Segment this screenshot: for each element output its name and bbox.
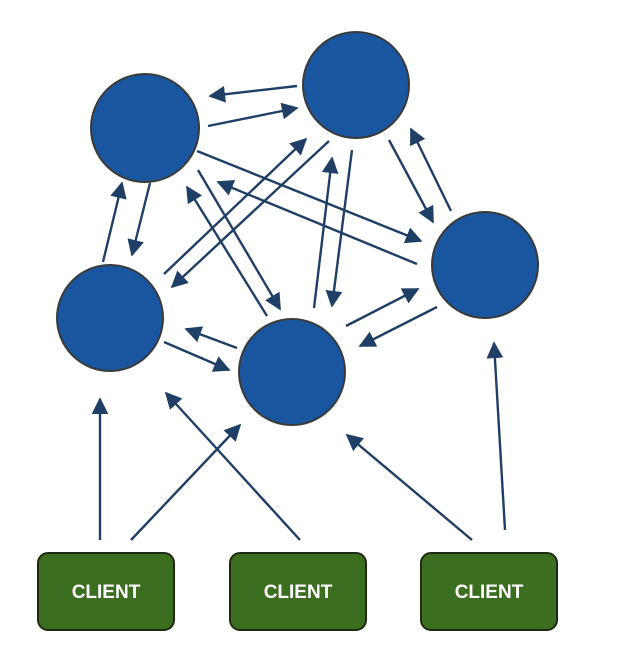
- arrow-top-right-to-middle-left: [170, 140, 330, 289]
- arrow-client-right-to-right: [486, 341, 507, 531]
- client-boxes: CLIENT CLIENT CLIENT: [37, 552, 558, 631]
- client-right: CLIENT: [420, 552, 558, 631]
- client-middle-label: CLIENT: [264, 582, 333, 603]
- client-right-box: [420, 552, 558, 631]
- arrow-top-right-to-bottom-center: [325, 149, 354, 308]
- server-top-left: [90, 73, 200, 183]
- arrow-bottom-center-to-right: [345, 287, 420, 328]
- server-nodes: [56, 31, 539, 426]
- arrow-client-right-to-bottom-center: [345, 433, 473, 541]
- arrow-bottom-center-to-middle-left: [184, 326, 238, 350]
- arrow-middle-left-to-bottom-center: [163, 340, 231, 372]
- arrow-top-right-to-right: [387, 139, 435, 224]
- arrow-top-right-to-top-left: [208, 84, 298, 103]
- arrow-bottom-center-to-top-right: [312, 156, 339, 309]
- arrow-right-to-top-left: [216, 179, 418, 266]
- arrow-top-left-to-bottom-center: [196, 169, 282, 311]
- server-top-right: [302, 31, 410, 139]
- arrow-top-left-to-top-right: [207, 102, 299, 128]
- arrow-middle-left-to-top-right: [163, 137, 308, 275]
- arrow-right-to-bottom-center: [358, 305, 438, 348]
- arrow-top-left-to-right: [196, 149, 423, 244]
- arrow-bottom-center-to-top-left: [185, 185, 269, 317]
- client-left: CLIENT: [37, 552, 175, 631]
- server-bottom-center: [238, 318, 346, 426]
- client-right-label: CLIENT: [455, 582, 524, 603]
- client-middle-box: [229, 552, 367, 631]
- connection-arrows: [91, 84, 507, 541]
- arrow-client-middle-to-middle-left: [164, 391, 301, 541]
- server-middle-left: [56, 264, 164, 372]
- server-right: [431, 211, 539, 319]
- arrow-middle-left-to-top-left: [101, 181, 127, 263]
- arrow-right-to-top-right: [409, 127, 453, 212]
- client-middle: CLIENT: [229, 552, 367, 631]
- arrow-client-left-to-bottom-center: [130, 423, 242, 541]
- client-left-label: CLIENT: [72, 582, 141, 603]
- arrow-top-left-to-middle-left: [127, 182, 152, 257]
- client-left-box: [37, 552, 175, 631]
